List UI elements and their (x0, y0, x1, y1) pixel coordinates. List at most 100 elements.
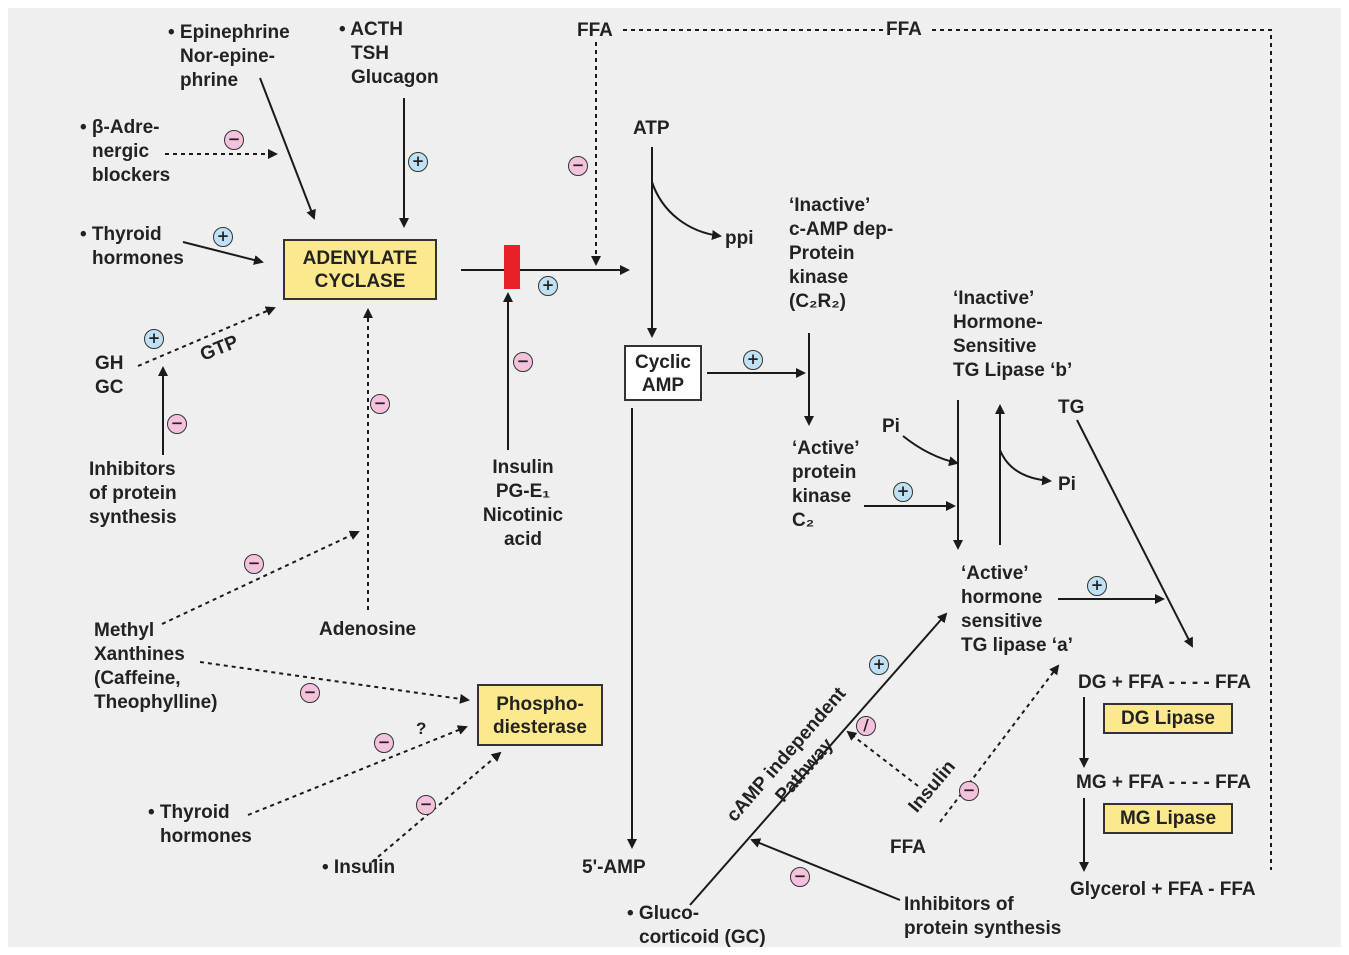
inhibitors-protein-left-label: Inhibitors of protein synthesis (89, 458, 177, 530)
inhibitors-left-line-1: Inhibitors (89, 459, 176, 480)
minus-sign-insulin-lipase: − (959, 781, 979, 801)
minus-sign-insulin-pde: − (416, 795, 436, 815)
insulin-pg-line-2: PG-E₁ (495, 481, 551, 502)
adenylate-block-bar (504, 245, 520, 289)
dg-lipase-box: DG Lipase (1103, 703, 1233, 734)
inhibitors-left-line-2: of protein (89, 483, 177, 504)
pi-top-label: Pi (882, 416, 900, 437)
dashed-methyl-to-pde (199, 661, 470, 704)
phosphodiesterase-box: Phospho- diesterase (477, 684, 603, 746)
arrow-pi-out (999, 449, 1052, 486)
arrow-epinephrine-to-cyclase (259, 77, 316, 220)
mg-ffa-label: MG + FFA - - - - FFA (1076, 772, 1252, 793)
inactive-lipase-line-3: Sensitive (953, 336, 1037, 357)
inactive-lipase-line-2: Hormone- (953, 312, 1043, 333)
plus-sign-pathway: + (869, 655, 889, 675)
plus-sign-kinase: + (893, 482, 913, 502)
dashed-methyl-to-cyclase (161, 530, 360, 625)
ffa-bottom-label: FFA (890, 837, 926, 858)
phosphodiesterase-line-1: Phospho- (496, 694, 584, 715)
dashed-insulin-to-pde (371, 751, 502, 863)
beta-blockers-line-2: nergic (92, 141, 150, 162)
dashed-thyroid-to-pde (247, 725, 468, 816)
inactive-pk-line-4: kinase (789, 267, 849, 288)
active-pk-line-1: ‘Active’ (792, 438, 860, 459)
active-pk-line-4: C₂ (792, 510, 815, 531)
glycerol-ffa-label: Glycerol + FFA - FFA (1070, 879, 1256, 900)
acth-line-2: TSH (351, 43, 389, 64)
active-lipase-label: ‘Active’ hormone sensitive TG lipase ‘a’ (961, 562, 1073, 658)
minus-sign-insulin: − (513, 352, 533, 372)
arrow-thyroid-to-cyclase (182, 241, 264, 265)
beta-blockers-line-3: blockers (92, 165, 171, 186)
acth-line-3: Glucagon (351, 67, 439, 88)
ffa-top-left-label: FFA (577, 20, 613, 41)
thyroid-top-line-1: • Thyroid (80, 224, 162, 245)
question-mark: ? (416, 719, 427, 738)
insulin-pg-line-3: Nicotinic (482, 505, 564, 526)
thyroid-top-label: • Thyroid hormones (80, 223, 184, 271)
thyroid-bottom-line-2: hormones (160, 826, 252, 847)
acth-line-1: • ACTH (339, 19, 403, 40)
plus-sign-gh: + (144, 329, 164, 349)
five-amp-label: 5'-AMP (582, 857, 646, 878)
dg-ffa-label: DG + FFA - - - - FFA (1078, 672, 1251, 693)
inhibitors-right-line-2: protein synthesis (904, 918, 1062, 939)
epinephrine-label: • Epinephrine Nor-epine- phrine (168, 21, 290, 93)
plus-sign-camp: + (743, 350, 763, 370)
plus-sign-acth: + (408, 152, 428, 172)
methyl-line-4: Theophylline) (94, 692, 218, 713)
active-lipase-line-1: ‘Active’ (961, 563, 1029, 584)
active-pk-line-3: kinase (792, 486, 852, 507)
gh-gc-label: GH GC (95, 352, 124, 400)
minus-sign-inhibitors-right: − (790, 867, 810, 887)
methyl-line-2: Xanthines (94, 644, 185, 665)
ffa-top-right-label: FFA (886, 19, 922, 40)
mg-lipase-box: MG Lipase (1103, 803, 1233, 834)
adenylate-cyclase-line-2: CYCLASE (314, 271, 406, 292)
dashed-ffa-to-lipase (846, 730, 919, 787)
beta-blockers-label: • β-Adre- nergic blockers (80, 116, 170, 188)
methyl-line-3: (Caffeine, (94, 668, 181, 689)
insulin-pg-line-1: Insulin (492, 457, 554, 478)
epinephrine-line-2: Nor-epine- (180, 46, 275, 67)
acth-label: • ACTH TSH Glucagon (339, 18, 439, 90)
inhibitors-right-line-1: Inhibitors of (904, 894, 1014, 915)
dashed-ffa-loop-right (932, 29, 1272, 870)
arrow-atp-to-ppi (651, 181, 722, 240)
minus-sign-inhibitors: − (167, 414, 187, 434)
arrow-tg-to-dg (1076, 419, 1193, 648)
thyroid-top-line-2: hormones (92, 248, 184, 269)
plus-sign-cyclase: + (538, 276, 558, 296)
tg-label: TG (1058, 397, 1085, 418)
insulin-pg-line-4: acid (503, 529, 543, 550)
inactive-pk-line-5: (C₂R₂) (789, 291, 846, 312)
phosphodiesterase-line-2: diesterase (492, 717, 587, 738)
active-lipase-line-2: hormone (961, 587, 1043, 608)
ppi-label: ppi (725, 228, 754, 249)
adenosine-label: Adenosine (319, 619, 417, 640)
minus-sign-thyroid-pde: − (374, 733, 394, 753)
minus-sign-ffa-lipase: / (856, 716, 876, 736)
beta-blockers-line-1: • β-Adre- (80, 117, 160, 138)
inactive-lipase-label: ‘Inactive’ Hormone- Sensitive TG Lipase … (953, 287, 1072, 383)
insulin-bottom-label: • Insulin (322, 857, 396, 878)
adenylate-cyclase-line-1: ADENYLATE (302, 248, 418, 269)
minus-sign-adenosine: − (370, 394, 390, 414)
dashed-insulin-to-lipase (939, 664, 1060, 823)
inactive-lipase-line-1: ‘Inactive’ (953, 288, 1035, 309)
inhibitors-protein-right-label: Inhibitors of protein synthesis (904, 893, 1061, 941)
minus-sign-beta: − (224, 130, 244, 150)
epinephrine-line-1: • Epinephrine (168, 22, 290, 43)
methyl-xanthines-label: Methyl Xanthines (Caffeine, Theophylline… (94, 619, 218, 715)
arrow-inhibitors-right (750, 838, 901, 901)
inactive-lipase-line-4: TG Lipase ‘b’ (953, 360, 1073, 381)
inhibitors-left-line-3: synthesis (89, 507, 177, 528)
active-protein-kinase-label: ‘Active’ protein kinase C₂ (792, 437, 860, 533)
minus-sign-methyl-pde: − (300, 683, 320, 703)
cyclic-amp-box: Cyclic AMP (624, 345, 702, 401)
diagram-panel (8, 8, 1341, 947)
thyroid-bottom-label: • Thyroid hormones (148, 801, 252, 849)
adenylate-cyclase-box: ADENYLATE CYCLASE (283, 239, 437, 300)
